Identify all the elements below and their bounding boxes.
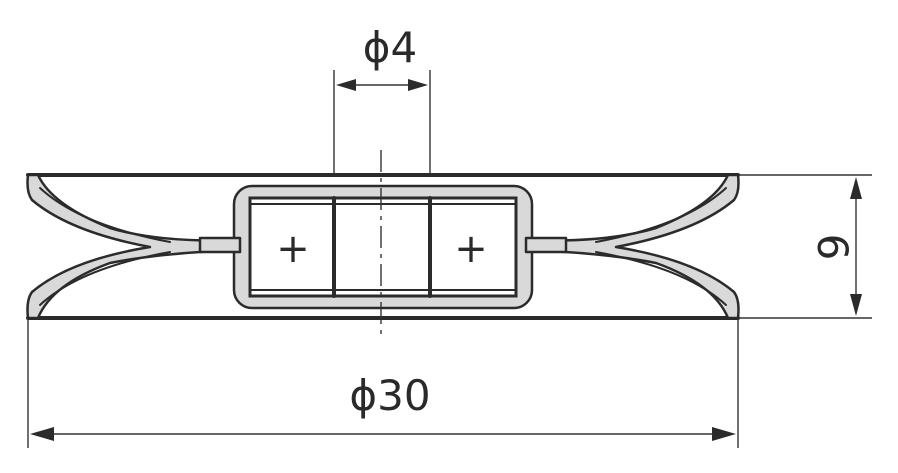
left-polarity-symbol: +	[276, 226, 310, 272]
part-cross-section	[26, 173, 740, 320]
left-stub	[198, 236, 242, 254]
inner-diameter-label: ϕ4	[363, 23, 417, 72]
right-stub	[524, 236, 568, 254]
outer-arrow-right	[712, 427, 736, 441]
height-dimension: 6	[740, 174, 872, 319]
inner-arrow-left	[336, 79, 356, 91]
height-label: 6	[808, 234, 857, 261]
outer-diameter-dimension: ϕ30	[27, 320, 739, 448]
right-polarity-symbol: +	[454, 226, 488, 272]
left-inner-curve-lower	[39, 251, 171, 306]
hub-cavity	[248, 196, 518, 298]
outer-arrow-left	[30, 427, 54, 441]
left-inner-curve-upper	[39, 187, 171, 243]
height-arrow-bottom	[850, 294, 862, 316]
inner-arrow-right	[408, 79, 428, 91]
height-arrow-top	[850, 177, 862, 199]
inner-diameter-dimension: ϕ4	[333, 23, 431, 175]
outer-diameter-label: ϕ30	[349, 371, 430, 420]
right-inner-curve-upper	[595, 187, 727, 243]
right-inner-curve-lower	[595, 251, 727, 306]
